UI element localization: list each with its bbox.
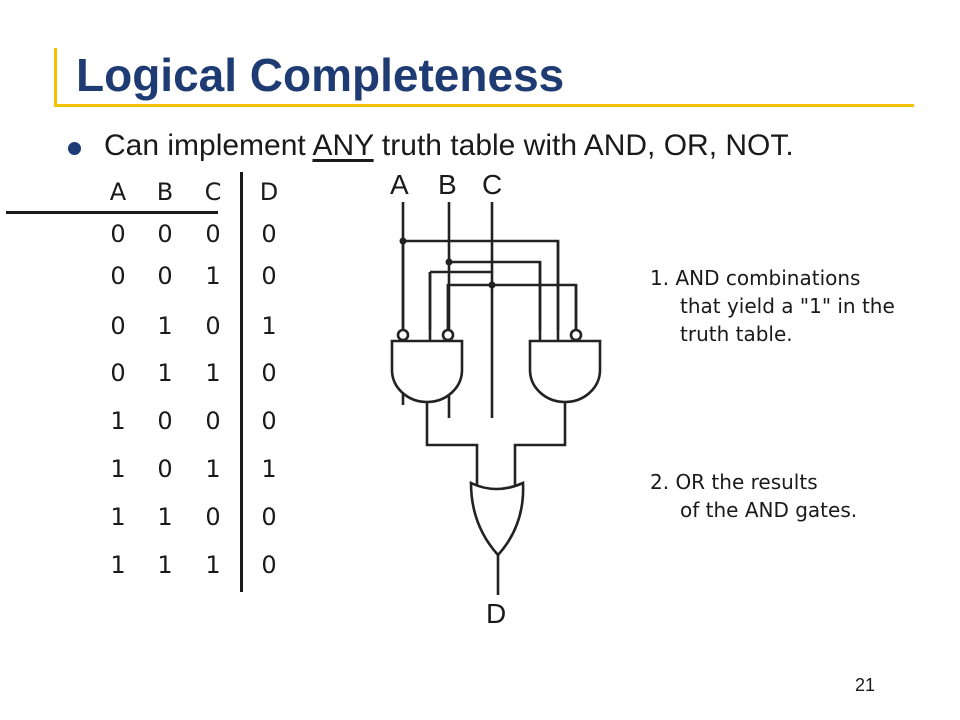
wire-gate1-to-or: [425, 402, 479, 485]
junction-dot-c: [488, 281, 496, 289]
truth-table-cell: 1: [157, 312, 173, 340]
inverter-bubble-a-gate1: [396, 328, 410, 342]
wire-gate2-to-or: [513, 402, 567, 485]
truth-table-cell: 1: [110, 407, 126, 435]
truth-table-cell: 0: [157, 455, 173, 483]
and-gate-1: [390, 339, 464, 404]
truth-table-header-cell: B: [156, 178, 174, 206]
inverter-bubble-c-gate1: [441, 328, 455, 342]
truth-table-cell: 0: [261, 262, 277, 290]
truth-table-cell: 0: [157, 262, 173, 290]
input-label-c: C: [482, 169, 503, 200]
truth-table-cell: 0: [261, 359, 277, 387]
logic-circuit-diagram: A B C D: [370, 165, 650, 635]
input-label-a: A: [390, 169, 409, 200]
bullet-text-emphasis: ANY: [312, 129, 374, 162]
truth-table-cell: 0: [110, 359, 126, 387]
bullet-text-suffix: truth table with AND, OR, NOT.: [373, 129, 794, 162]
truth-table-cell: 1: [261, 455, 277, 483]
title-accent-vertical: [54, 48, 57, 106]
note-step-2-line-1: 2. OR the results: [650, 470, 818, 494]
truth-table-cell: 0: [261, 503, 277, 531]
truth-table-cell: 0: [110, 312, 126, 340]
truth-table-cell: 0: [205, 407, 221, 435]
circuit-svg: [390, 202, 602, 595]
truth-table-cell: 1: [261, 312, 277, 340]
truth-table-cell: 1: [110, 503, 126, 531]
truth-table-cell: 1: [157, 503, 173, 531]
title-accent-underline: [54, 104, 914, 107]
bullet-text-prefix: Can implement: [104, 129, 313, 162]
truth-table-header-rule: [6, 211, 218, 214]
output-label-d: D: [486, 598, 507, 629]
junction-dot-b: [445, 258, 453, 266]
truth-table-cell: 1: [157, 551, 173, 579]
truth-table-cell: 1: [110, 551, 126, 579]
truth-table-cell: 1: [157, 359, 173, 387]
input-label-b: B: [438, 169, 457, 200]
title-bar: Logical Completeness: [54, 46, 914, 107]
inverter-bubble-c-gate2: [569, 328, 583, 342]
note-step-2-line-2: of the AND gates.: [680, 498, 858, 522]
truth-table-cell: 0: [205, 220, 221, 248]
slide-title: Logical Completeness: [76, 49, 565, 101]
and-gate-2: [528, 339, 602, 404]
truth-table-cell: 1: [205, 455, 221, 483]
truth-table-header-cell: A: [109, 178, 127, 206]
truth-table-cell: 1: [205, 551, 221, 579]
truth-table-cell: 1: [205, 359, 221, 387]
truth-table-cell: 0: [157, 220, 173, 248]
wire-c-to-gate1: [446, 283, 492, 330]
note-step-1-line-2: that yield a "1" in the: [680, 294, 895, 318]
truth-table-cell: 0: [261, 551, 277, 579]
truth-table-header-cell: C: [204, 178, 222, 206]
truth-table-cell: 0: [110, 220, 126, 248]
bullet-dot-icon: [68, 142, 81, 155]
truth-table-cell: 1: [110, 455, 126, 483]
truth-table-cell: 0: [261, 407, 277, 435]
truth-table-cell: 0: [205, 312, 221, 340]
bullet-text: Can implement ANY truth table with AND, …: [104, 128, 794, 164]
truth-table-cell: 1: [205, 262, 221, 290]
truth-table-cell: 0: [157, 407, 173, 435]
truth-table-header-cell: D: [259, 178, 279, 206]
truth-table-cell: 0: [110, 262, 126, 290]
truth-table-cell: 0: [261, 220, 277, 248]
note-step-2: 2. OR the results of the AND gates.: [650, 468, 857, 524]
note-step-1: 1. AND combinations that yield a "1" in …: [650, 264, 895, 348]
page-number: 21: [855, 675, 876, 695]
note-step-1-line-3: truth table.: [680, 322, 793, 346]
truth-table-cell: 0: [205, 503, 221, 531]
note-step-1-line-1: 1. AND combinations: [650, 266, 861, 290]
truth-table-output-divider: [240, 172, 243, 592]
or-gate: [469, 480, 525, 557]
wire-c-to-gate2: [492, 283, 578, 330]
